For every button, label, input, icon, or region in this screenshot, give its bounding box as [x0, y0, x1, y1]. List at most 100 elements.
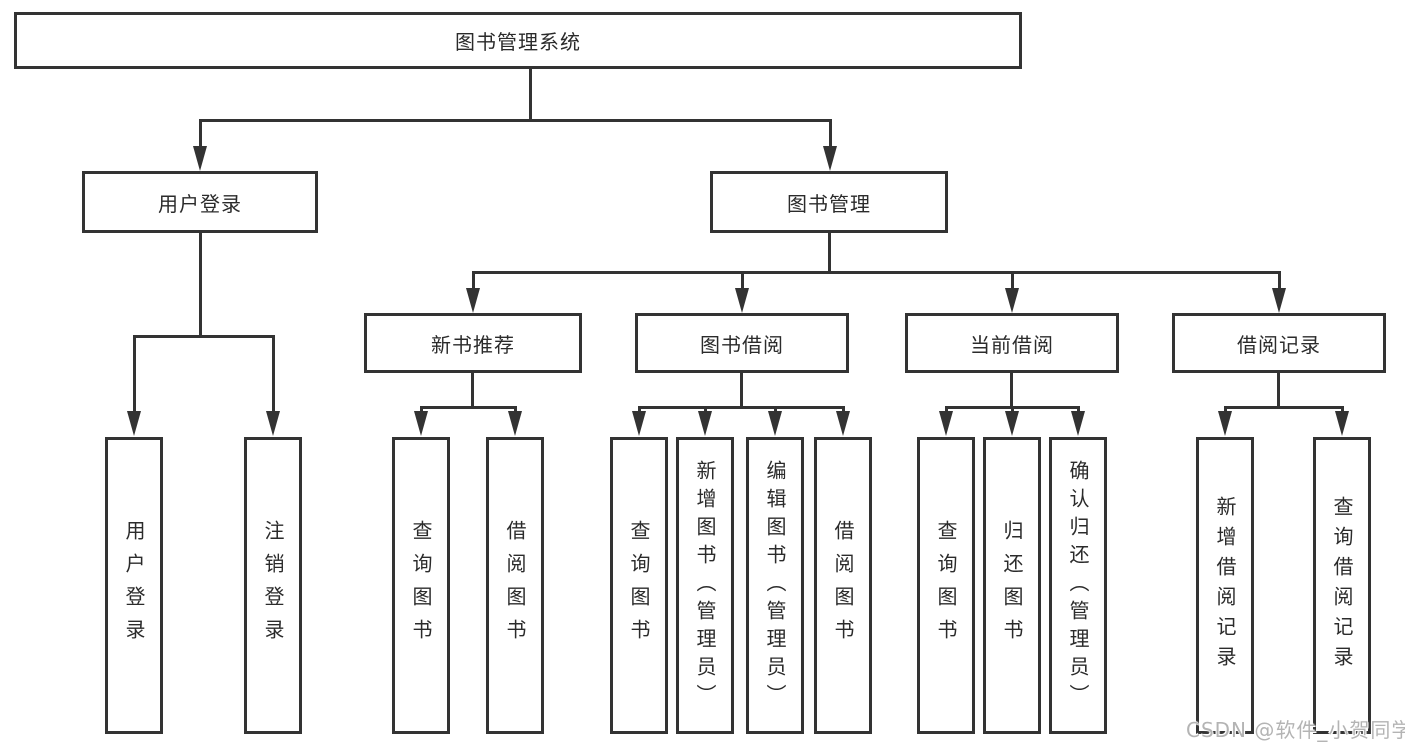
connector-arrow-stem: [740, 271, 744, 288]
node-book-management: 图书管理: [710, 171, 948, 233]
connector-arrow-stem: [513, 406, 517, 411]
connector-arrow: [1335, 406, 1349, 436]
leaf-query-books-1: 查询图书: [392, 437, 450, 734]
connector-arrow-stem: [828, 119, 832, 146]
connector-arrow: [735, 271, 749, 313]
leaf-borrow-books-2-label: 借阅图书: [831, 519, 855, 652]
connector-arrow: [193, 119, 207, 171]
watermark-text: CSDN @软件_小贺同学: [1186, 718, 1405, 742]
leaf-query-books-2: 查询图书: [610, 437, 668, 734]
arrow-down-icon: [1272, 288, 1286, 313]
leaf-borrow-books-2: 借阅图书: [814, 437, 872, 734]
arrow-down-icon: [414, 411, 428, 436]
leaf-query-borrow-record: 查询借阅记录: [1313, 437, 1371, 734]
leaf-user-login: 用户登录: [105, 437, 163, 734]
node-borrow-records-label: 借阅记录: [1237, 332, 1321, 357]
connector-book-management-trunk: [828, 231, 831, 273]
arrow-down-icon: [836, 411, 850, 436]
connector-arrow: [1005, 271, 1019, 313]
connector-arrow-stem: [419, 406, 423, 411]
leaf-edit-book-admin: 编辑图书（管理员）: [746, 437, 804, 734]
connector-user-login-split: [133, 335, 274, 338]
leaf-user-login-label: 用户登录: [122, 519, 146, 652]
node-current-borrow-label: 当前借阅: [970, 332, 1054, 357]
arrow-down-icon: [823, 146, 837, 171]
node-book-borrow: 图书借阅: [635, 313, 849, 373]
leaf-logout: 注销登录: [244, 437, 302, 734]
node-borrow-records: 借阅记录: [1172, 313, 1386, 373]
node-user-login: 用户登录: [82, 171, 318, 233]
connector-arrow: [768, 406, 782, 436]
arrow-down-icon: [1005, 411, 1019, 436]
connector-arrow: [508, 406, 522, 436]
arrow-down-icon: [508, 411, 522, 436]
arrow-down-icon: [1335, 411, 1349, 436]
connector-arrow-stem: [1010, 271, 1014, 288]
connector-arrow: [1272, 271, 1286, 313]
arrow-down-icon: [193, 146, 207, 171]
arrow-down-icon: [698, 411, 712, 436]
connector-new-book-trunk: [471, 372, 474, 408]
connector-root-split: [199, 119, 831, 122]
connector-arrow: [823, 119, 837, 171]
connector-root-trunk: [529, 68, 532, 121]
leaf-add-book-admin-label: 新增图书（管理员）: [693, 459, 717, 712]
connector-arrow-stem: [1010, 406, 1014, 411]
connector-arrow-stem: [1340, 406, 1344, 411]
connector-arrow: [632, 406, 646, 436]
connector-arrow: [939, 406, 953, 436]
leaf-borrow-books-1: 借阅图书: [486, 437, 544, 734]
node-current-borrow: 当前借阅: [905, 313, 1119, 373]
leaf-add-borrow-record-label: 新增借阅记录: [1213, 495, 1237, 676]
connector-new-book-split: [420, 406, 516, 409]
connector-arrow: [414, 406, 428, 436]
leaf-return-books: 归还图书: [983, 437, 1041, 734]
arrow-down-icon: [632, 411, 646, 436]
connector-arrow: [1005, 406, 1019, 436]
leaf-borrow-books-1-label: 借阅图书: [503, 519, 527, 652]
connector-book-borrow-trunk: [740, 372, 743, 408]
connector-arrow: [466, 271, 480, 313]
connector-user-login-trunk: [199, 232, 202, 337]
node-root-label: 图书管理系统: [455, 30, 581, 54]
node-new-book-recommend: 新书推荐: [364, 313, 582, 373]
leaf-add-borrow-record: 新增借阅记录: [1196, 437, 1254, 734]
leaf-edit-book-admin-label: 编辑图书（管理员）: [763, 459, 787, 712]
arrow-down-icon: [1071, 411, 1085, 436]
connector-arrow-stem: [1076, 406, 1080, 411]
leaf-add-book-admin: 新增图书（管理员）: [676, 437, 734, 734]
connector-arrow-stem: [703, 406, 707, 411]
connector-book-management-split: [472, 271, 1280, 274]
connector-borrow-records-split: [1224, 406, 1343, 409]
leaf-confirm-return-admin: 确认归还（管理员）: [1049, 437, 1107, 734]
node-root: 图书管理系统: [14, 12, 1022, 69]
leaf-return-books-label: 归还图书: [1000, 519, 1024, 652]
leaf-query-books-2-label: 查询图书: [627, 519, 651, 652]
leaf-confirm-return-admin-label: 确认归还（管理员）: [1066, 459, 1090, 712]
leaf-query-books-3: 查询图书: [917, 437, 975, 734]
arrow-down-icon: [1005, 288, 1019, 313]
arrow-down-icon: [768, 411, 782, 436]
connector-arrow-stem: [1223, 406, 1227, 411]
connector-arrow-stem: [944, 406, 948, 411]
leaf-logout-label: 注销登录: [261, 519, 285, 652]
connector-arrow-stem: [841, 406, 845, 411]
node-new-book-recommend-label: 新书推荐: [431, 332, 515, 357]
arrow-down-icon: [466, 288, 480, 313]
leaf-query-books-3-label: 查询图书: [934, 519, 958, 652]
arrow-down-icon: [939, 411, 953, 436]
connector-arrow: [698, 406, 712, 436]
connector-arrow: [1071, 406, 1085, 436]
node-book-borrow-label: 图书借阅: [700, 332, 784, 357]
connector-arrow-stem: [637, 406, 641, 411]
connector-arrow: [127, 335, 141, 436]
arrow-down-icon: [127, 411, 141, 436]
connector-arrow-stem: [1277, 271, 1281, 288]
connector-arrow-stem: [132, 335, 136, 411]
connector-borrow-records-trunk: [1277, 372, 1280, 408]
connector-arrow-stem: [271, 335, 275, 411]
leaf-query-books-1-label: 查询图书: [409, 519, 433, 652]
connector-arrow: [266, 335, 280, 436]
node-book-management-label: 图书管理: [787, 191, 871, 216]
